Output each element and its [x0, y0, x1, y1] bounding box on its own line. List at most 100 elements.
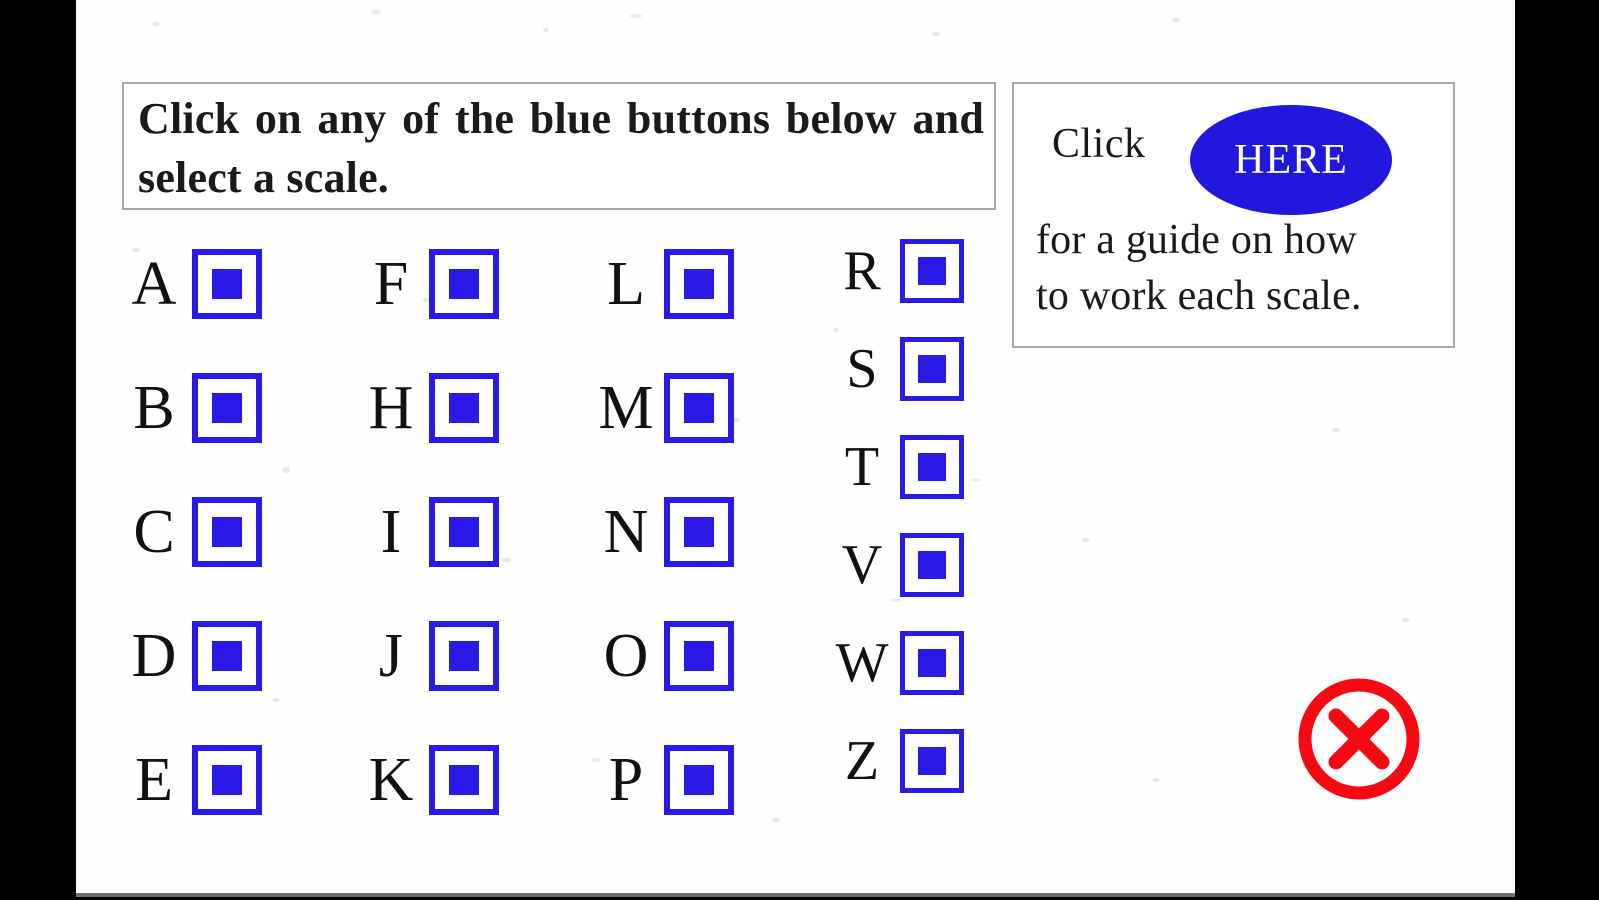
scale-row-H: H	[353, 346, 553, 470]
letterbox-right	[1515, 0, 1599, 900]
scale-letter-L: L	[607, 250, 645, 318]
scale-button-O[interactable]	[664, 621, 734, 691]
scale-button-inner-square	[212, 517, 242, 547]
scale-button-S[interactable]	[900, 337, 964, 401]
scale-letter-C: C	[133, 498, 175, 566]
guide-text-line-1: for a guide on how	[1036, 217, 1357, 263]
scale-row-D: D	[116, 594, 316, 718]
instruction-box: Click on any of the blue buttons below a…	[122, 82, 996, 210]
scale-button-inner-square	[918, 355, 946, 383]
scale-row-M: M	[588, 346, 788, 470]
scale-button-W[interactable]	[900, 631, 964, 695]
guide-text-line-2: to work each scale.	[1036, 273, 1362, 319]
scale-letter-M: M	[598, 374, 654, 442]
scale-button-inner-square	[449, 269, 479, 299]
scale-row-K: K	[353, 718, 553, 842]
scale-button-R[interactable]	[900, 239, 964, 303]
scale-button-inner-square	[449, 765, 479, 795]
scale-button-H[interactable]	[429, 373, 499, 443]
scale-button-M[interactable]	[664, 373, 734, 443]
scale-button-T[interactable]	[900, 435, 964, 499]
guide-click-label: Click	[1052, 121, 1146, 167]
scale-button-F[interactable]	[429, 249, 499, 319]
scale-letter-I: I	[380, 498, 402, 566]
scale-row-N: N	[588, 470, 788, 594]
scale-row-L: L	[588, 222, 788, 346]
scale-row-S: S	[824, 320, 1024, 418]
scale-button-V[interactable]	[900, 533, 964, 597]
scale-row-O: O	[588, 594, 788, 718]
circle-x-icon	[1298, 678, 1420, 800]
here-button[interactable]: HERE	[1190, 105, 1392, 215]
scale-row-P: P	[588, 718, 788, 842]
scale-letter-V: V	[841, 534, 883, 596]
scale-button-B[interactable]	[192, 373, 262, 443]
scale-row-B: B	[116, 346, 316, 470]
scale-letter-W: W	[835, 632, 889, 694]
scale-row-W: W	[824, 614, 1024, 712]
scale-button-inner-square	[918, 453, 946, 481]
guide-box: Click HERE for a guide on how to work ea…	[1012, 82, 1455, 348]
scale-button-C[interactable]	[192, 497, 262, 567]
scale-button-inner-square	[212, 765, 242, 795]
scale-letter-N: N	[603, 498, 649, 566]
scale-letter-B: B	[133, 374, 175, 442]
scale-button-I[interactable]	[429, 497, 499, 567]
scale-button-P[interactable]	[664, 745, 734, 815]
scale-letter-Z: Z	[844, 730, 880, 792]
scale-button-inner-square	[212, 269, 242, 299]
scale-row-R: R	[824, 222, 1024, 320]
scale-button-inner-square	[449, 393, 479, 423]
scale-letter-O: O	[603, 622, 649, 690]
scale-button-inner-square	[918, 747, 946, 775]
scale-letter-J: J	[378, 622, 404, 690]
scale-row-V: V	[824, 516, 1024, 614]
scale-row-J: J	[353, 594, 553, 718]
scale-button-N[interactable]	[664, 497, 734, 567]
scale-button-inner-square	[684, 517, 714, 547]
scale-button-K[interactable]	[429, 745, 499, 815]
scale-button-inner-square	[449, 641, 479, 671]
scale-letter-A: A	[131, 250, 177, 318]
scale-button-inner-square	[918, 649, 946, 677]
scale-button-Z[interactable]	[900, 729, 964, 793]
scale-button-inner-square	[212, 641, 242, 671]
scale-button-D[interactable]	[192, 621, 262, 691]
scale-letter-P: P	[608, 746, 644, 814]
scale-letter-E: E	[135, 746, 173, 814]
scale-button-E[interactable]	[192, 745, 262, 815]
scale-button-A[interactable]	[192, 249, 262, 319]
scale-button-inner-square	[684, 269, 714, 299]
scale-button-L[interactable]	[664, 249, 734, 319]
scale-button-inner-square	[918, 257, 946, 285]
scale-button-inner-square	[918, 551, 946, 579]
scale-button-J[interactable]	[429, 621, 499, 691]
scale-row-A: A	[116, 222, 316, 346]
scale-button-inner-square	[212, 393, 242, 423]
scale-row-T: T	[824, 418, 1024, 516]
scale-button-inner-square	[449, 517, 479, 547]
scale-letter-T: T	[844, 436, 880, 498]
guide-click-row: Click HERE	[1014, 92, 1453, 215]
slide-page: Click on any of the blue buttons below a…	[76, 0, 1515, 897]
scale-letter-R: R	[843, 240, 881, 302]
instruction-text: Click on any of the blue buttons below a…	[138, 94, 984, 202]
scale-letter-D: D	[131, 622, 177, 690]
scale-row-E: E	[116, 718, 316, 842]
scale-letter-S: S	[846, 338, 878, 400]
scale-button-inner-square	[684, 641, 714, 671]
scale-button-inner-square	[684, 765, 714, 795]
scale-button-inner-square	[684, 393, 714, 423]
letterbox-left	[0, 0, 76, 900]
scale-letter-H: H	[368, 374, 414, 442]
close-button[interactable]	[1293, 673, 1425, 805]
scale-row-Z: Z	[824, 712, 1024, 810]
here-button-label: HERE	[1234, 137, 1348, 183]
scale-row-I: I	[353, 470, 553, 594]
